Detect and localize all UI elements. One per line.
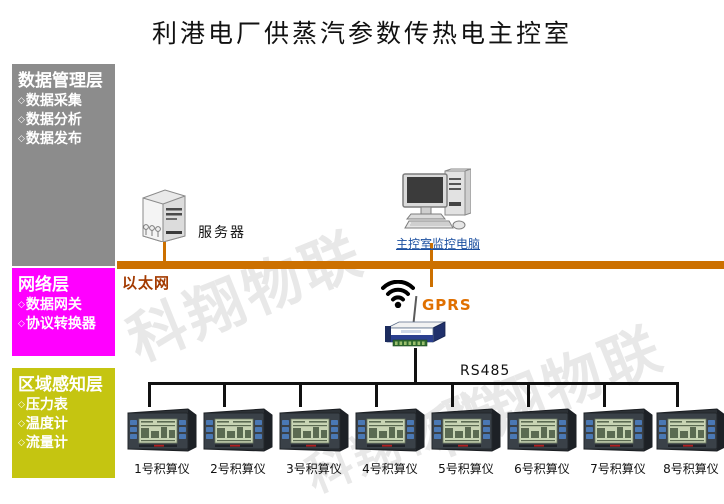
ethernet-bus <box>117 261 724 269</box>
rs485-drop-line <box>676 382 679 407</box>
flow-computer-label-2: 2号积算仪 <box>210 462 266 476</box>
wifi-signal-icon <box>381 279 415 309</box>
rs485-label: RS485 <box>460 363 511 379</box>
rs485-drop-line <box>527 382 530 407</box>
rs485-drop-line <box>451 382 454 407</box>
layer-item: ◇数据采集 <box>18 92 111 111</box>
layer-item-label: 数据网关 <box>25 297 82 313</box>
flow-computer-icon-5[interactable] <box>428 407 504 453</box>
flow-computer-icon-6[interactable] <box>504 407 580 453</box>
diamond-bullet-icon: ◇ <box>18 400 25 410</box>
layer-panel-data-management: 数据管理层 ◇数据采集 ◇数据分析 ◇数据发布 <box>12 64 115 266</box>
diamond-bullet-icon: ◇ <box>18 438 25 448</box>
diamond-bullet-icon: ◇ <box>18 300 25 310</box>
server-label: 服务器 <box>198 225 246 241</box>
layer-item: ◇数据发布 <box>18 130 111 149</box>
rs485-drop-line <box>603 382 606 407</box>
flow-computer-icon-4[interactable] <box>352 407 428 453</box>
layer-title: 网络层 <box>18 275 69 295</box>
layer-panel-sensing: 区域感知层 ◇压力表 ◇温度计 ◇流量计 <box>12 368 115 478</box>
layer-title: 区域感知层 <box>18 375 103 395</box>
flow-computer-label-3: 3号积算仪 <box>286 462 342 476</box>
diamond-bullet-icon: ◇ <box>18 96 25 106</box>
flow-computer-label-5: 5号积算仪 <box>438 462 494 476</box>
flow-computer-icon-2[interactable] <box>200 407 276 453</box>
layer-item-label: 数据采集 <box>25 93 82 109</box>
flow-computer-icon-3[interactable] <box>276 407 352 453</box>
ethernet-drop-line <box>163 238 166 264</box>
layer-title: 数据管理层 <box>18 71 103 91</box>
ethernet-label: 以太网 <box>122 274 171 292</box>
flow-computer-icon-8[interactable] <box>653 407 724 453</box>
rs485-drop-line <box>299 382 302 407</box>
layer-item-label: 数据分析 <box>25 112 82 128</box>
layer-item: ◇压力表 <box>18 396 111 415</box>
diamond-bullet-icon: ◇ <box>18 319 25 329</box>
flow-computer-icon-1[interactable] <box>124 407 200 453</box>
rs485-drop-line <box>148 382 151 407</box>
rs485-drop-line <box>223 382 226 407</box>
ethernet-drop-line <box>430 265 433 287</box>
gprs-label: GPRS <box>422 296 472 314</box>
monitoring-pc-icon <box>395 168 472 236</box>
layer-item-label: 压力表 <box>25 397 68 413</box>
layer-item-label: 温度计 <box>25 416 68 432</box>
diamond-bullet-icon: ◇ <box>18 134 25 144</box>
flow-computer-label-1: 1号积算仪 <box>134 462 190 476</box>
flow-computer-label-7: 7号积算仪 <box>590 462 646 476</box>
layer-item-label: 数据发布 <box>25 131 82 147</box>
server-icon <box>135 186 191 243</box>
rs485-bus <box>148 382 678 385</box>
rs485-drop-line <box>375 382 378 407</box>
dtu-gateway-icon <box>385 318 447 348</box>
layer-item: ◇流量计 <box>18 434 111 453</box>
layer-item: ◇数据分析 <box>18 111 111 130</box>
layer-item-label: 流量计 <box>25 435 68 451</box>
layer-item: ◇温度计 <box>18 415 111 434</box>
flow-computer-label-8: 8号积算仪 <box>663 462 719 476</box>
flow-computer-label-6: 6号积算仪 <box>514 462 570 476</box>
ethernet-drop-line <box>430 243 433 265</box>
layer-item: ◇协议转换器 <box>18 315 111 334</box>
monitoring-pc-label: 主控室监控电脑 <box>396 237 481 251</box>
page-title: 利港电厂供蒸汽参数传热电主控室 <box>151 19 572 48</box>
diamond-bullet-icon: ◇ <box>18 419 25 429</box>
layer-item-label: 协议转换器 <box>25 316 96 332</box>
diamond-bullet-icon: ◇ <box>18 115 25 125</box>
rs485-stem-line <box>414 348 417 383</box>
layer-item: ◇数据网关 <box>18 296 111 315</box>
layer-panel-network: 网络层 ◇数据网关 ◇协议转换器 <box>12 268 115 356</box>
flow-computer-label-4: 4号积算仪 <box>362 462 418 476</box>
flow-computer-icon-7[interactable] <box>580 407 656 453</box>
